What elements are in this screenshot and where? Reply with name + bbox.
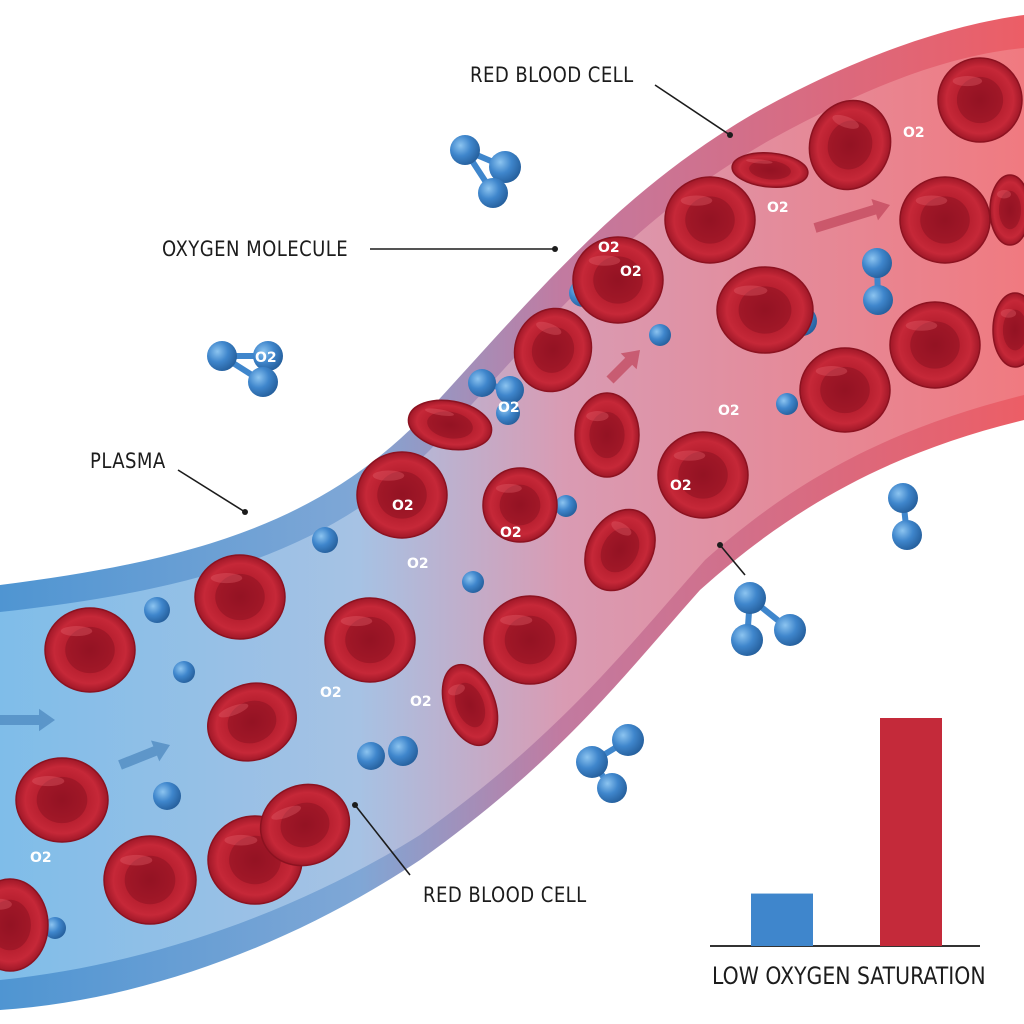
red-blood-cell <box>482 467 558 543</box>
oxygen-atom <box>776 393 798 415</box>
callout-dot-wall <box>717 542 723 548</box>
red-blood-cell <box>899 176 991 264</box>
red-blood-cell <box>574 392 640 478</box>
o2-label: O2 <box>903 125 925 141</box>
callout-dot-oxygen <box>552 246 558 252</box>
oxygen-atom <box>144 597 170 623</box>
chart-bar <box>751 893 813 946</box>
oxygen-atom <box>462 571 484 593</box>
red-blood-cell <box>657 431 749 519</box>
callout-line-rbc-bottom <box>354 804 411 876</box>
red-blood-cell <box>889 301 981 389</box>
callout-dot-plasma <box>242 509 248 515</box>
red-blood-cell <box>259 783 351 867</box>
oxygen-molecule <box>207 341 283 397</box>
oxygen-molecule <box>731 582 806 656</box>
oxygen-atom <box>388 736 418 766</box>
oxygen-atom <box>357 742 385 770</box>
callout-line-rbc-top <box>654 84 731 136</box>
red-blood-cell <box>513 307 593 393</box>
red-blood-cell <box>15 757 109 843</box>
red-blood-cell <box>207 682 297 762</box>
label-red-blood-cell-top: RED BLOOD CELL <box>470 63 634 87</box>
red-blood-cell <box>799 347 891 433</box>
saturation-chart <box>710 718 980 947</box>
red-blood-cell <box>572 236 664 324</box>
oxygen-atom <box>153 782 181 810</box>
o2-label: O2 <box>392 498 414 514</box>
oxygen-atom <box>173 661 195 683</box>
red-blood-cell <box>989 174 1024 246</box>
chart-xlabel: LOW OXYGEN SATURATION <box>712 962 986 990</box>
o2-label: O2 <box>255 350 277 366</box>
red-blood-cell <box>44 607 136 693</box>
red-blood-cell <box>731 151 809 189</box>
flow-arrow <box>606 350 640 384</box>
chart-bar <box>880 718 942 946</box>
red-blood-cell <box>716 266 814 354</box>
red-blood-cell <box>584 508 656 592</box>
red-blood-cell <box>103 835 197 925</box>
oxygen-atom <box>312 527 338 553</box>
o2-label: O2 <box>320 685 342 701</box>
red-blood-cell <box>664 176 756 264</box>
callout-dot-rbc-bottom <box>352 802 358 808</box>
red-blood-cell <box>324 597 416 683</box>
callout-line-plasma <box>177 469 246 513</box>
o2-label: O2 <box>407 556 429 572</box>
red-blood-cell <box>194 554 286 640</box>
o2-label: O2 <box>767 200 789 216</box>
oxygen-atom <box>649 324 671 346</box>
o2-label: O2 <box>620 264 642 280</box>
o2-label: O2 <box>718 403 740 419</box>
red-blood-cell <box>808 99 892 191</box>
red-blood-cell <box>441 663 499 747</box>
label-plasma: PLASMA <box>90 449 166 473</box>
o2-label: O2 <box>598 240 620 256</box>
o2-label: O2 <box>498 400 520 416</box>
red-blood-cell <box>483 595 577 685</box>
flow-arrow <box>118 740 170 770</box>
oxygen-molecule <box>468 369 524 404</box>
oxygen-molecule <box>888 483 922 550</box>
callout-line-wall <box>719 544 746 576</box>
red-blood-cell <box>937 57 1023 143</box>
label-oxygen-molecule: OXYGEN MOLECULE <box>162 237 349 261</box>
oxygen-atom <box>44 917 66 939</box>
red-blood-cell <box>407 399 493 451</box>
o2-label: O2 <box>500 525 522 541</box>
flow-arrow <box>0 708 55 732</box>
red-blood-cell <box>356 451 448 539</box>
o2-label: O2 <box>30 850 52 866</box>
o2-label: O2 <box>410 694 432 710</box>
flow-arrow <box>813 198 890 233</box>
red-blood-cell <box>992 292 1024 368</box>
o2-label: O2 <box>670 478 692 494</box>
label-red-blood-cell-bottom: RED BLOOD CELL <box>423 883 587 907</box>
oxygen-molecule <box>450 135 521 208</box>
red-blood-cell <box>0 878 49 972</box>
callout-dot-rbc-top <box>727 132 733 138</box>
oxygen-atom <box>555 495 577 517</box>
oxygen-atom <box>496 401 520 425</box>
oxygen-molecule <box>862 248 893 315</box>
oxygen-molecule <box>576 724 644 803</box>
